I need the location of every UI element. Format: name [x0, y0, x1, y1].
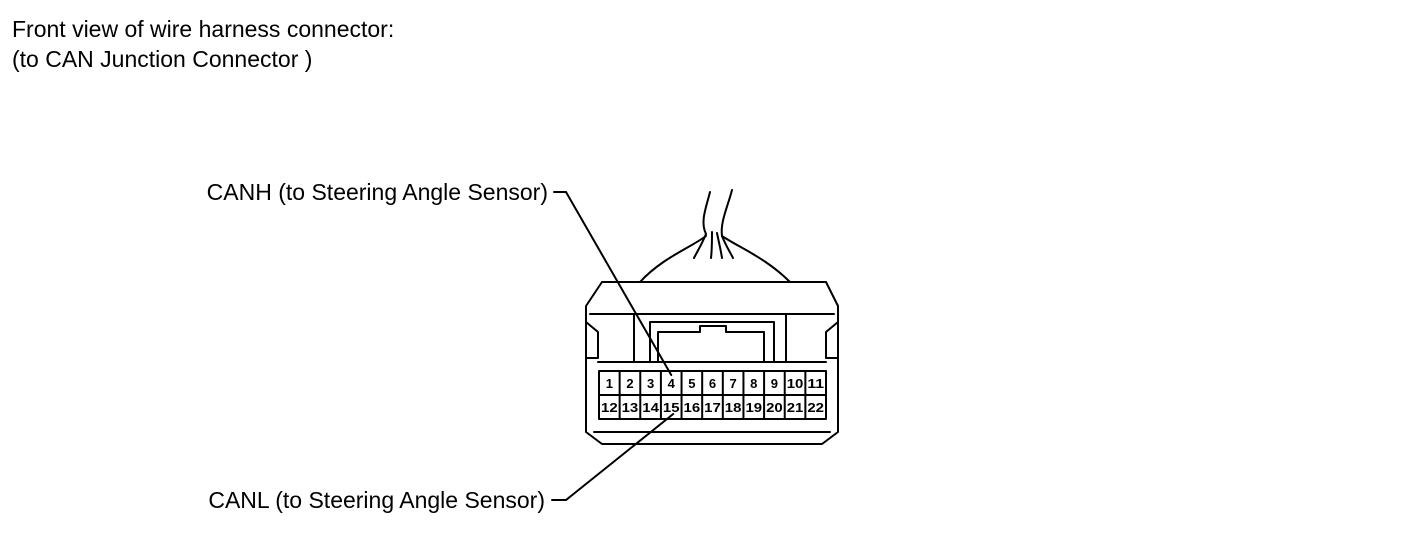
top-row-pin-9: 9 — [771, 376, 778, 391]
bottom-row-pin-15: 15 — [663, 400, 680, 415]
top-row-pin-7: 7 — [730, 376, 737, 391]
top-row-pin-2: 2 — [626, 376, 633, 391]
bottom-row-pin-14: 14 — [642, 400, 660, 415]
top-row-pin-1: 1 — [606, 376, 613, 391]
figure-caption: Front view of wire harness connector: (t… — [12, 14, 394, 74]
canl-leader-line — [551, 413, 675, 501]
bottom-row-pin-20: 20 — [766, 400, 783, 415]
bottom-row-pin-22: 22 — [807, 400, 824, 415]
bottom-row-pin-13: 13 — [622, 400, 639, 415]
bottom-row-pin-16: 16 — [684, 400, 701, 415]
bottom-row-pin-17: 17 — [704, 400, 721, 415]
canh-callout-label: CANH (to Steering Angle Sensor) — [206, 179, 548, 205]
top-row-pin-6: 6 — [709, 376, 716, 391]
top-row-pin-8: 8 — [750, 376, 757, 391]
top-row-pin-4: 4 — [668, 376, 676, 391]
connector-housing — [585, 281, 839, 445]
canh-leader-line — [553, 191, 673, 376]
caption-line-2: (to CAN Junction Connector ) — [12, 46, 313, 72]
top-row-pin-3: 3 — [647, 376, 654, 391]
bottom-row-pin-12: 12 — [601, 400, 618, 415]
bottom-row-pin-18: 18 — [725, 400, 742, 415]
caption-line-1: Front view of wire harness connector: — [12, 16, 395, 42]
wire-harness — [639, 189, 791, 283]
canl-callout-label: CANL (to Steering Angle Sensor) — [208, 487, 545, 513]
top-row-pin-5: 5 — [688, 376, 695, 391]
bottom-row-pin-19: 19 — [745, 400, 762, 415]
top-row-pin-10: 10 — [787, 376, 804, 391]
pin-grid — [598, 370, 827, 420]
bottom-row-pin-21: 21 — [787, 400, 804, 415]
top-row-pin-11: 11 — [807, 376, 824, 391]
